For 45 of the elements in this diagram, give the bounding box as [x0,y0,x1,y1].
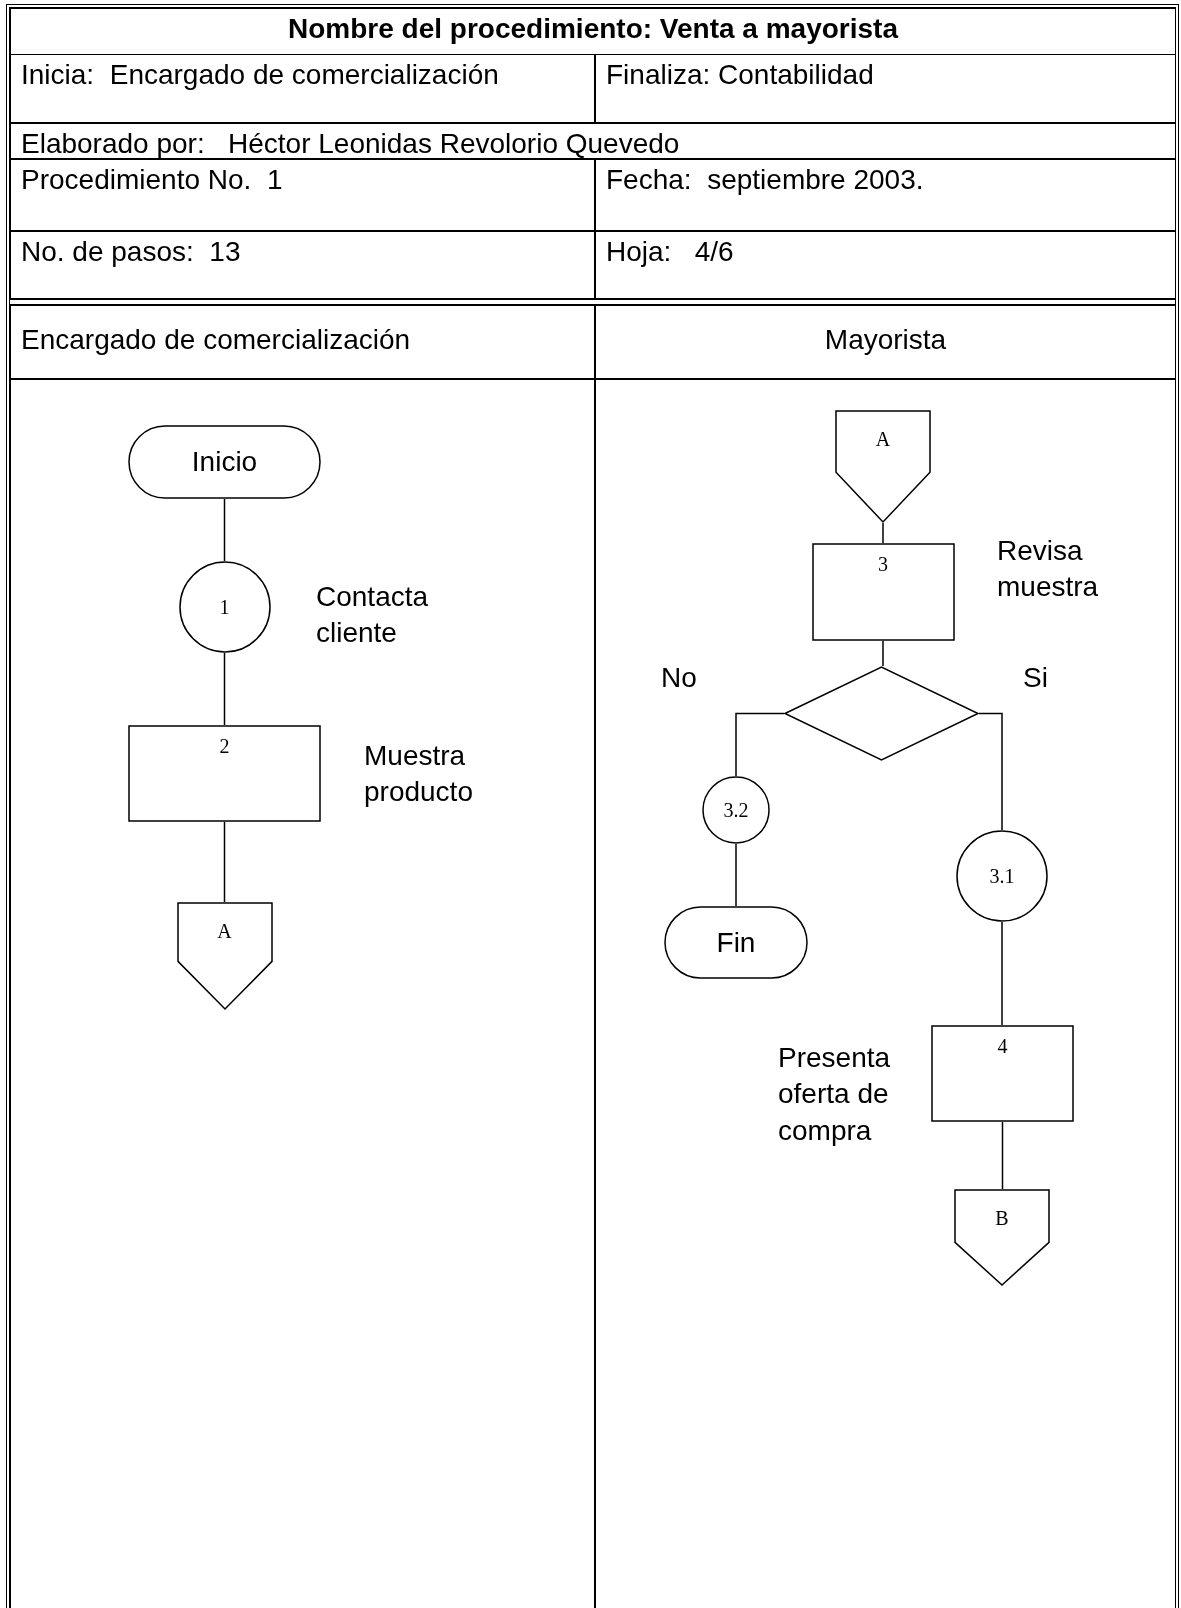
decision-diamond [784,666,979,761]
connector-line [223,498,226,562]
connector-line [735,712,785,777]
form-cell: Fecha: septiembre 2003. [595,159,1176,231]
form-cell: Elaborado por: Héctor Leonidas Revolorio Quevedo [10,123,1176,159]
process-box [931,1025,1074,1122]
form-cell: Procedimiento No. 1 [10,159,595,231]
step-number: A [216,920,233,943]
step-description: Presenta oferta de compra [778,1041,892,1148]
connector-line [223,652,226,726]
operation-circle [178,561,271,653]
form-cell: Hoja: 4/6 [595,231,1176,299]
step-number: 3.2 [722,798,750,822]
step-number: 1 [218,595,231,619]
connector-line [978,712,1003,831]
step-description: Revisa muestra [997,534,1100,605]
form-cell: No. de pasos: 13 [10,231,595,299]
procedure-title: Nombre del procedimiento: Venta a mayorista [10,8,1176,55]
connector-line [1001,921,1003,1026]
step-number: B [994,1207,1010,1230]
offpage-connector [176,902,273,1010]
operation-circle [702,776,770,844]
step-number: A [874,428,892,451]
step-number: 3.1 [988,864,1016,888]
lane-header: Encargado de comercialización [10,305,595,379]
terminal-label: Fin [715,926,757,959]
connector-line [223,821,226,903]
offpage-connector [954,1189,1050,1286]
step-description: Contacta cliente [316,580,430,651]
terminal-label: Inicio [190,446,259,478]
step-number: 2 [218,735,231,758]
form-cell: Inicia: Encargado de comercialización [10,54,595,123]
connector-line [1001,1121,1004,1190]
step-description: Muestra producto [364,739,474,810]
form-cell: Finaliza: Contabilidad [595,54,1176,123]
connector-line [882,522,884,544]
process-box [811,543,955,641]
lane-header: Mayorista [595,305,1176,379]
step-number: 3 [877,553,889,576]
operation-circle [956,830,1048,922]
process-box [128,725,321,822]
connector-line [882,640,884,667]
offpage-connector [835,410,931,523]
step-number: 4 [996,1035,1009,1058]
connector-line [735,843,737,907]
